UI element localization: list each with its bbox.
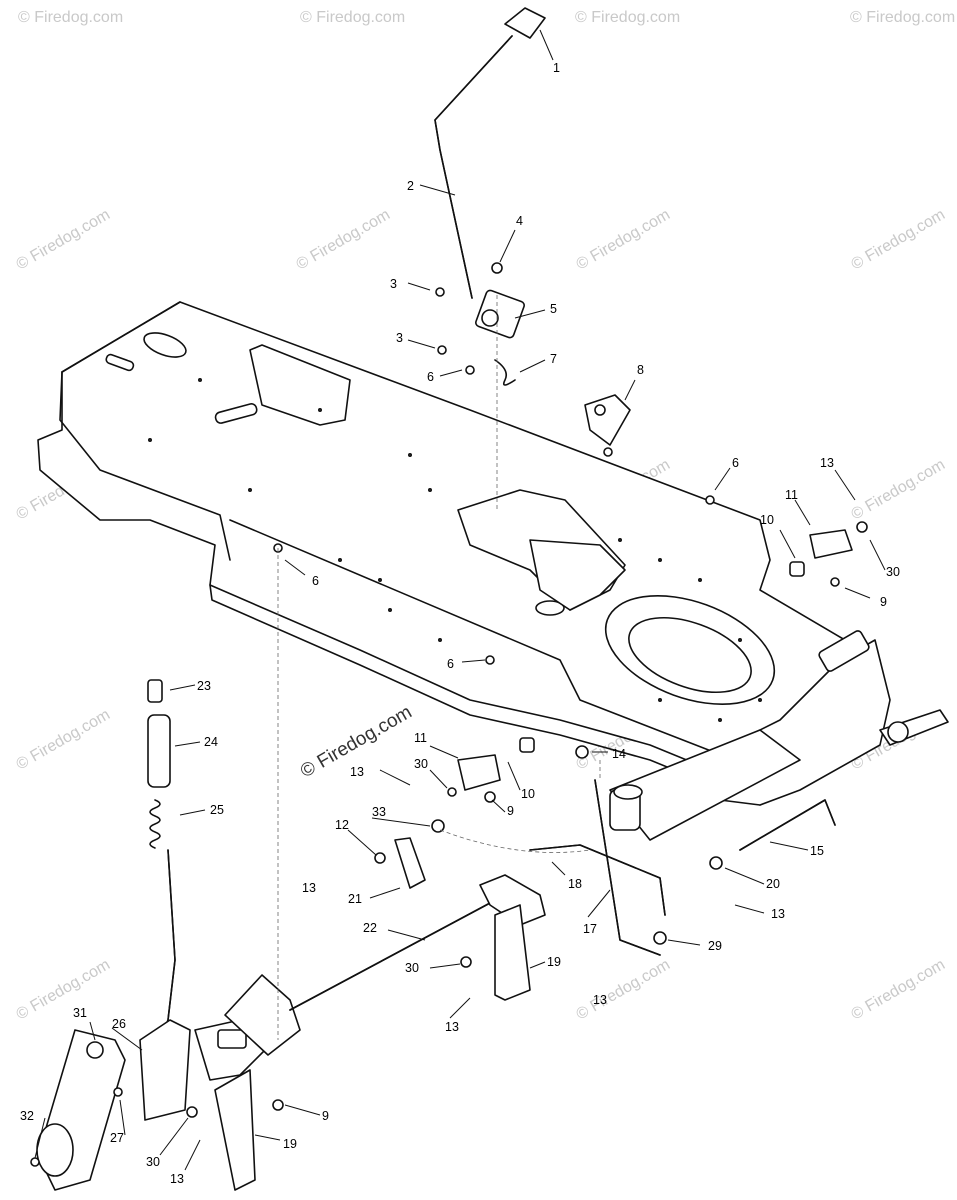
- callout-11: 11: [785, 488, 798, 502]
- spring-25: [149, 799, 161, 849]
- watermark: © Firedog.com: [574, 206, 674, 273]
- watermark: © Firedog.com: [574, 956, 674, 1023]
- bracket-8: [584, 394, 631, 446]
- callout-13: 13: [593, 993, 607, 1007]
- callout-25: 25: [210, 803, 224, 817]
- callout-8: 8: [637, 363, 644, 377]
- callout-33: 33: [372, 805, 386, 819]
- callout-24: 24: [204, 735, 218, 749]
- chassis-frame: [37, 301, 949, 841]
- callout-labels: 1 2 3 3 4 5 6 6 6 6 7 8 9 9 9 10 10 11 1…: [20, 61, 900, 1186]
- callout-22: 22: [363, 921, 377, 935]
- linkage-rods: [394, 529, 853, 956]
- callout-6: 6: [312, 574, 319, 588]
- callout-5: 5: [550, 302, 557, 316]
- callout-1: 1: [553, 61, 560, 75]
- watermark: © Firedog.com: [294, 206, 394, 273]
- lever-grip: [504, 7, 546, 39]
- callout-26: 26: [112, 1017, 126, 1031]
- leader-lines: [34, 29, 886, 1171]
- callout-17: 17: [583, 922, 597, 936]
- callout-13: 13: [820, 456, 834, 470]
- callout-29: 29: [708, 939, 722, 953]
- callout-32: 32: [20, 1109, 34, 1123]
- handle-grip: [224, 974, 301, 1056]
- link-19: [494, 904, 531, 1001]
- watermark: © Firedog.com: [14, 206, 114, 273]
- callout-10: 10: [521, 787, 535, 801]
- callout-13: 13: [302, 881, 316, 895]
- callout-30: 30: [414, 757, 428, 771]
- callout-14: 14: [612, 747, 626, 761]
- callout-30: 30: [146, 1155, 160, 1169]
- watermark: © Firedog.com: [14, 706, 114, 773]
- watermark: © Firedog.com: [849, 456, 949, 523]
- callout-9: 9: [507, 804, 514, 818]
- bracket-21: [394, 837, 426, 889]
- watermark: © Firedog.com: [18, 9, 123, 26]
- watermark: © Firedog.com: [850, 9, 955, 26]
- watermark: © Firedog.com: [300, 9, 405, 26]
- callout-9: 9: [880, 595, 887, 609]
- watermark: © Firedog.com: [575, 9, 680, 26]
- link-19: [214, 1069, 256, 1191]
- callout-19: 19: [283, 1137, 297, 1151]
- callout-13: 13: [350, 765, 364, 779]
- callout-13: 13: [170, 1172, 184, 1186]
- shift-lever-assembly: [36, 679, 546, 1191]
- reference-lines: [277, 295, 601, 1040]
- hardware: [30, 262, 868, 1167]
- callout-13: 13: [445, 1020, 459, 1034]
- watermark: © Firedog.com: [849, 206, 949, 273]
- bushing-10: [519, 737, 535, 753]
- callout-7: 7: [550, 352, 557, 366]
- callout-31: 31: [73, 1006, 87, 1020]
- callout-15: 15: [810, 844, 824, 858]
- bracket-11: [809, 529, 853, 559]
- callout-10: 10: [760, 513, 774, 527]
- callout-3: 3: [390, 277, 397, 291]
- callout-6: 6: [732, 456, 739, 470]
- watermark: © Firedog.com: [849, 956, 949, 1023]
- bushing-10: [789, 561, 805, 577]
- callout-23: 23: [197, 679, 211, 693]
- spring: [494, 359, 516, 386]
- callout-30: 30: [886, 565, 900, 579]
- lift-lever-assembly: [434, 7, 631, 446]
- callout-9: 9: [322, 1109, 329, 1123]
- cap-23: [147, 679, 163, 703]
- callout-19: 19: [547, 955, 561, 969]
- callout-21: 21: [348, 892, 362, 906]
- callout-18: 18: [568, 877, 582, 891]
- callout-2: 2: [407, 179, 414, 193]
- callout-11: 11: [414, 731, 427, 745]
- callout-3: 3: [396, 331, 403, 345]
- callout-12: 12: [335, 818, 349, 832]
- callout-27: 27: [110, 1131, 124, 1145]
- watermark: © Firedog.com: [14, 956, 114, 1023]
- callout-20: 20: [766, 877, 780, 891]
- callout-6: 6: [427, 370, 434, 384]
- callout-30: 30: [405, 961, 419, 975]
- callout-4: 4: [516, 214, 523, 228]
- sleeve-24: [147, 714, 171, 788]
- callout-6: 6: [447, 657, 454, 671]
- lever-housing: [139, 1019, 191, 1121]
- bracket-11: [457, 754, 501, 791]
- shaft-end-bracket: [479, 874, 546, 926]
- callout-13: 13: [771, 907, 785, 921]
